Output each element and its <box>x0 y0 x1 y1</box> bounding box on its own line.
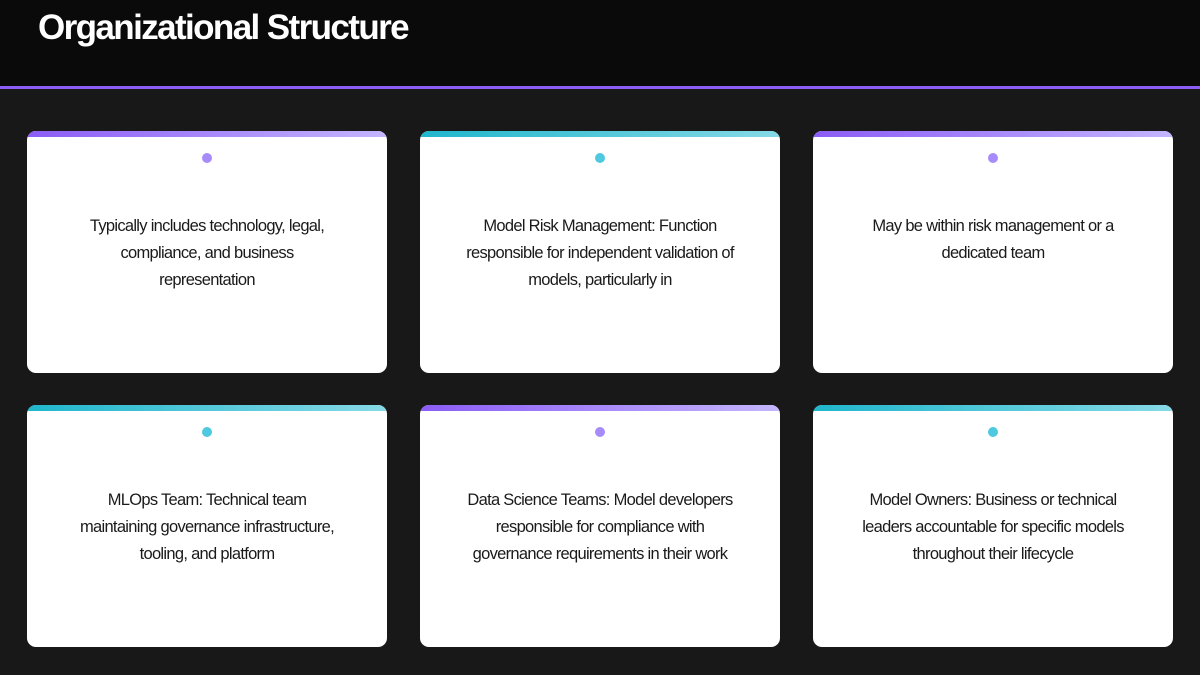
card-text: MLOps Team: Technical team maintaining g… <box>79 491 335 563</box>
card-accent-bar <box>813 131 1173 137</box>
page-title: Organizational Structure <box>38 8 410 47</box>
header: Organizational Structure <box>0 0 1200 86</box>
dot-bullet-icon <box>202 153 212 163</box>
card-data-science-teams: Data Science Teams: Model developers res… <box>420 405 780 647</box>
card-model-risk-management: Model Risk Management: Function responsi… <box>420 131 780 373</box>
card-accent-bar <box>813 405 1173 411</box>
header-divider <box>0 86 1200 89</box>
card-text: Data Science Teams: Model developers res… <box>467 491 733 563</box>
card-grid: Typically includes technology, legal, co… <box>27 131 1173 647</box>
card-accent-bar <box>27 131 387 137</box>
dot-bullet-icon <box>202 427 212 437</box>
card-text: Model Owners: Business or technical lead… <box>862 491 1124 563</box>
card-accent-bar <box>420 131 780 137</box>
card-text: Model Risk Management: Function responsi… <box>466 217 734 289</box>
card-accent-bar <box>27 405 387 411</box>
card-accent-bar <box>420 405 780 411</box>
card-mlops-team: MLOps Team: Technical team maintaining g… <box>27 405 387 647</box>
dot-bullet-icon <box>595 153 605 163</box>
card-committee-composition: Typically includes technology, legal, co… <box>27 131 387 373</box>
dot-bullet-icon <box>988 427 998 437</box>
dot-bullet-icon <box>988 153 998 163</box>
card-text: May be within risk management or a dedic… <box>872 217 1114 262</box>
card-team-placement: May be within risk management or a dedic… <box>813 131 1173 373</box>
card-text: Typically includes technology, legal, co… <box>89 217 325 289</box>
dot-bullet-icon <box>595 427 605 437</box>
card-model-owners: Model Owners: Business or technical lead… <box>813 405 1173 647</box>
